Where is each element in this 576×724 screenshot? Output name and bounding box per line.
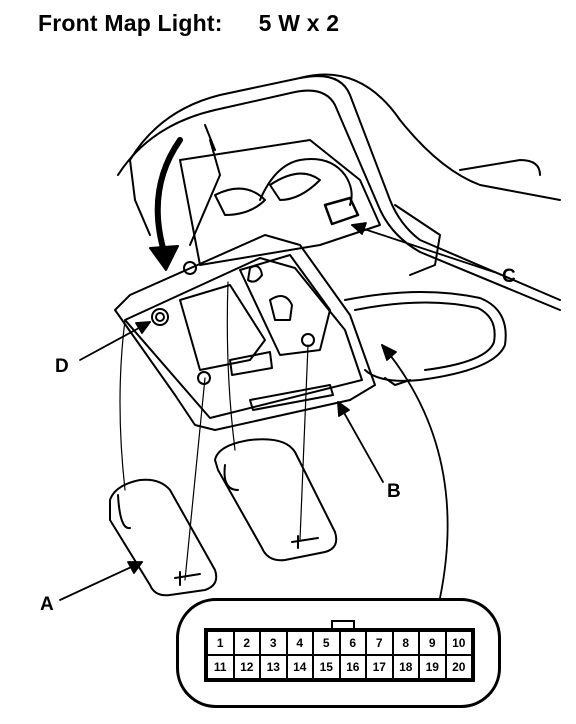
pin-15: 15: [313, 655, 340, 679]
pin-2: 2: [233, 631, 260, 655]
pin-13: 13: [260, 655, 287, 679]
pin-8: 8: [392, 631, 419, 655]
callout-b: B: [387, 481, 401, 502]
connector-outline: [176, 598, 501, 708]
pin-12: 12: [233, 655, 260, 679]
pin-11: 11: [207, 655, 234, 679]
lens-cover-a: [109, 478, 218, 597]
callout-c: C: [502, 266, 516, 287]
guide-lines: [119, 281, 309, 581]
lens-cover-b: [214, 438, 338, 562]
pin-17: 17: [366, 655, 393, 679]
pin-19: 19: [419, 655, 446, 679]
pin-20: 20: [445, 655, 472, 679]
pin-4: 4: [286, 631, 313, 655]
pin-16: 16: [339, 655, 366, 679]
connector-pin-grid: 1 2 3 4 5 6 7 8 9 10 11 12 13 14 15 16 1…: [204, 628, 475, 682]
pin-3: 3: [260, 631, 287, 655]
pin-9: 9: [419, 631, 446, 655]
pin-1: 1: [207, 631, 234, 655]
removal-arrow: [149, 137, 183, 271]
map-light-housing: [114, 234, 376, 431]
pin-14: 14: [286, 655, 313, 679]
pin-18: 18: [392, 655, 419, 679]
pin-10: 10: [445, 631, 472, 655]
headliner: [117, 73, 561, 311]
leader-arrows: [59, 222, 495, 601]
bulb-spec: 5 W x 2: [258, 10, 340, 36]
pin-6: 6: [339, 631, 366, 655]
pin-5: 5: [313, 631, 340, 655]
ceiling-recess: [179, 124, 381, 266]
page-title: Front Map Light: 5 W x 2: [38, 10, 339, 37]
title-text: Front Map Light:: [38, 10, 223, 36]
callout-d: D: [55, 356, 69, 377]
callout-a: A: [40, 594, 54, 615]
pin-7: 7: [366, 631, 393, 655]
